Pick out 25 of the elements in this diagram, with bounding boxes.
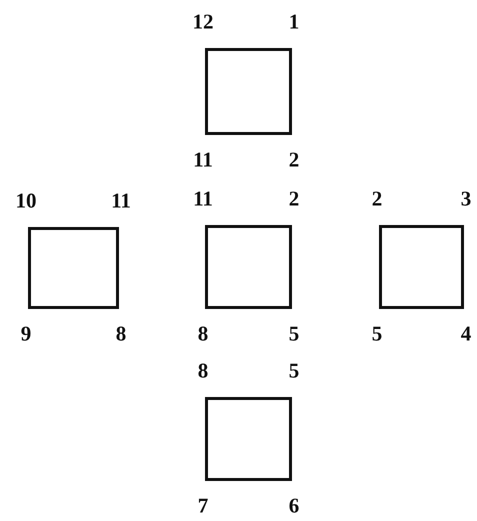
square — [205, 225, 292, 309]
corner-number: 2 — [372, 188, 382, 210]
corner-number: 1 — [288, 12, 300, 32]
corner-number: 5 — [288, 360, 300, 382]
corner-number: 11 — [193, 150, 213, 170]
corner-number: 5 — [372, 324, 382, 344]
corner-number: 12 — [192, 12, 214, 32]
corner-number: 11 — [193, 188, 213, 210]
corner-number: 9 — [20, 324, 32, 344]
corner-number: 8 — [198, 360, 208, 382]
corner-number: 2 — [288, 150, 300, 170]
corner-number: 8 — [116, 324, 126, 344]
corner-number: 5 — [288, 324, 300, 344]
corner-number: 10 — [16, 190, 36, 212]
square — [205, 48, 292, 135]
corner-number: 8 — [198, 324, 208, 344]
corner-number: 3 — [460, 188, 472, 210]
corner-number: 11 — [111, 190, 131, 212]
corner-number: 6 — [288, 496, 300, 516]
square — [28, 227, 119, 309]
corner-number: 4 — [460, 324, 472, 344]
corner-number: 7 — [198, 496, 208, 516]
square — [205, 397, 292, 481]
corner-number: 2 — [288, 188, 300, 210]
square — [379, 225, 464, 309]
